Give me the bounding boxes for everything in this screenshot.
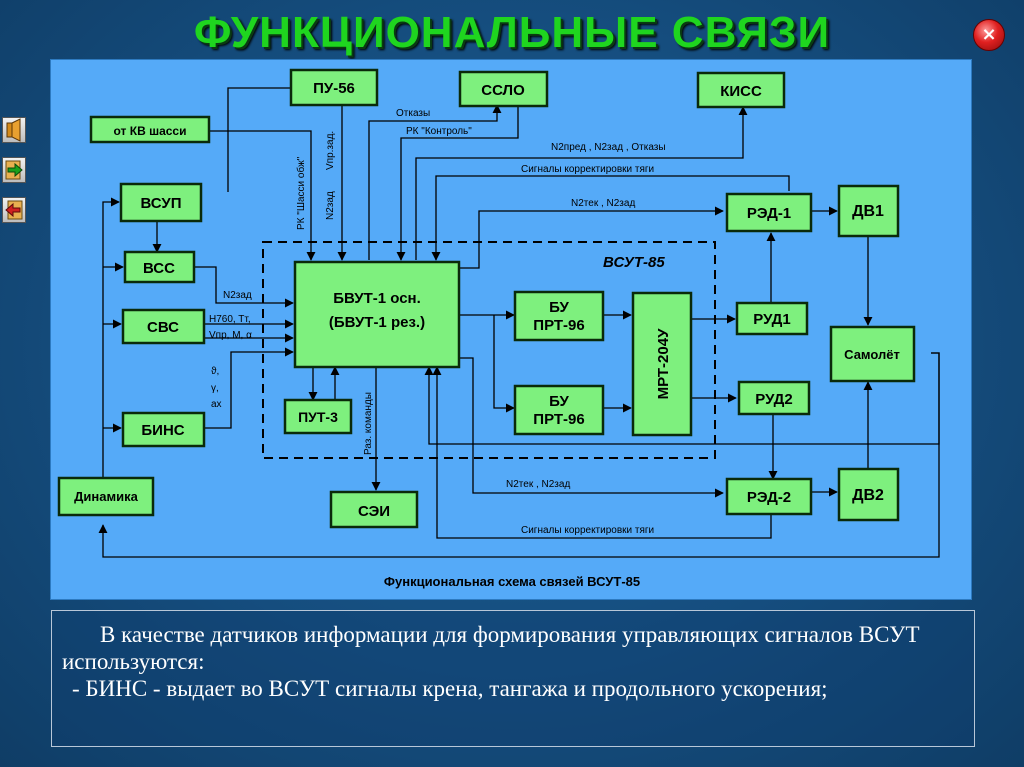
label-rk-kontrol: РК "Контроль" <box>406 126 472 137</box>
label-rk-shassi: РК "Шасси обж" <box>295 156 307 230</box>
back-button[interactable] <box>2 197 26 223</box>
block-red2: РЭД-2 <box>725 477 813 516</box>
label-thrust-correction-bottom: Сигналы корректировки тяги <box>521 525 654 536</box>
block-vss: ВСС <box>123 250 196 284</box>
block-vsup: ВСУП <box>119 182 203 223</box>
vsut-boundary-label: ВСУТ-85 <box>603 254 665 271</box>
label-n2zad: N2зад <box>223 290 252 301</box>
forward-arrow-icon <box>5 160 23 180</box>
block-rud1: РУД1 <box>735 301 809 336</box>
block-dinamika-label: Динамика <box>74 489 138 504</box>
block-kiss: КИСС <box>696 71 786 109</box>
block-dv2: ДВ2 <box>837 467 900 522</box>
block-samolet-label: Самолёт <box>844 347 900 362</box>
block-bu-prt96-1: БУ ПРТ-96 <box>513 290 605 342</box>
close-button[interactable]: × <box>973 19 1005 51</box>
label-vpr-zad: Vпр.зад. <box>325 131 336 170</box>
label-n2tek-n2zad-top: N2тек , N2зад <box>571 198 635 209</box>
block-bvut-reserve-label: (БВУТ-1 рез.) <box>329 314 425 331</box>
block-dv1: ДВ1 <box>837 184 900 238</box>
block-sei: СЭИ <box>329 490 419 529</box>
back-arrow-icon <box>5 200 23 220</box>
block-svs-label: СВС <box>147 319 179 336</box>
slide-title: ФУНКЦИОНАЛЬНЫЕ СВЯЗИ <box>193 8 831 57</box>
forward-button[interactable] <box>2 157 26 183</box>
block-kiss-label: КИСС <box>720 83 762 100</box>
label-n2tek-n2zad-bottom: N2тек , N2зад <box>506 479 570 490</box>
block-svs: СВС <box>121 308 206 345</box>
label-bins-signal-1: ϑ, <box>211 366 219 377</box>
block-bu-prt96-2: БУ ПРТ-96 <box>513 384 605 436</box>
block-bvut: БВУТ-1 осн. (БВУТ-1 рез.) <box>293 260 461 369</box>
block-put3-label: ПУТ-3 <box>298 409 338 425</box>
block-red1: РЭД-1 <box>725 192 813 233</box>
block-put3: ПУТ-3 <box>283 398 353 435</box>
block-bins: БИНС <box>121 411 206 448</box>
block-sei-label: СЭИ <box>358 503 390 520</box>
block-ot-kv-shassi-label: от КВ шасси <box>114 124 187 138</box>
block-bvut-main-label: БВУТ-1 осн. <box>333 290 421 307</box>
label-n2-pred-zad-otkazy: N2пред , N2зад , Отказы <box>551 142 666 153</box>
sound-icon <box>6 118 21 142</box>
block-pu56: ПУ-56 <box>289 68 379 107</box>
block-mrt204u: МРТ-204У <box>631 291 693 437</box>
block-red1-label: РЭД-1 <box>747 205 791 222</box>
diagram-panel: .blk { fill: #7ef07e; stroke: #0a2a0a; s… <box>50 59 972 600</box>
block-vsup-label: ВСУП <box>140 195 181 212</box>
block-bu-prt96-1-line2: ПРТ-96 <box>533 317 584 334</box>
label-thrust-correction-top: Сигналы корректировки тяги <box>521 164 654 175</box>
block-red2-label: РЭД-2 <box>747 489 791 506</box>
block-bins-label: БИНС <box>141 422 184 439</box>
label-svs-signals-2: Vпр, M, α <box>209 330 252 341</box>
block-rud2: РУД2 <box>737 380 811 416</box>
label-n2zad-vertical: N2зад <box>325 191 336 220</box>
block-bu-prt96-1-line1: БУ <box>549 299 569 316</box>
block-dinamika: Динамика <box>57 476 155 517</box>
label-raz-komandy: Раз. команды <box>363 392 374 455</box>
close-icon: × <box>981 24 997 45</box>
block-dv1-label: ДВ1 <box>852 203 884 220</box>
block-bu-prt96-2-line1: БУ <box>549 393 569 410</box>
label-svs-signals-1: H760, Tт, <box>209 314 251 325</box>
label-bins-signal-2: γ, <box>211 383 219 394</box>
block-bu-prt96-2-line2: ПРТ-96 <box>533 411 584 428</box>
vsut-boundary <box>262 241 716 459</box>
caption-box: В качестве датчиков информации для форми… <box>51 610 975 747</box>
block-mrt204u-label: МРТ-204У <box>655 328 672 399</box>
block-pu56-label: ПУ-56 <box>313 80 355 97</box>
block-vss-label: ВСС <box>143 260 175 277</box>
label-otkazy: Отказы <box>396 108 430 119</box>
block-sslo-label: ССЛО <box>481 82 525 99</box>
diagram-caption: Функциональная схема связей ВСУТ-85 <box>384 574 640 589</box>
block-dv2-label: ДВ2 <box>852 487 884 504</box>
caption-paragraph-2: - БИНС - выдает во ВСУТ сигналы крена, т… <box>72 676 828 701</box>
block-rud1-label: РУД1 <box>753 311 790 328</box>
sound-button[interactable] <box>2 117 26 143</box>
block-ot-kv-shassi: от КВ шасси <box>89 115 211 144</box>
block-samolet: Самолёт <box>829 325 916 383</box>
functional-diagram: .blk { fill: #7ef07e; stroke: #0a2a0a; s… <box>57 68 940 589</box>
block-sslo: ССЛО <box>458 70 549 108</box>
caption-paragraph-1: В качестве датчиков информации для форми… <box>62 622 920 674</box>
block-rud2-label: РУД2 <box>755 391 792 408</box>
label-bins-signal-3: ax <box>211 399 222 410</box>
